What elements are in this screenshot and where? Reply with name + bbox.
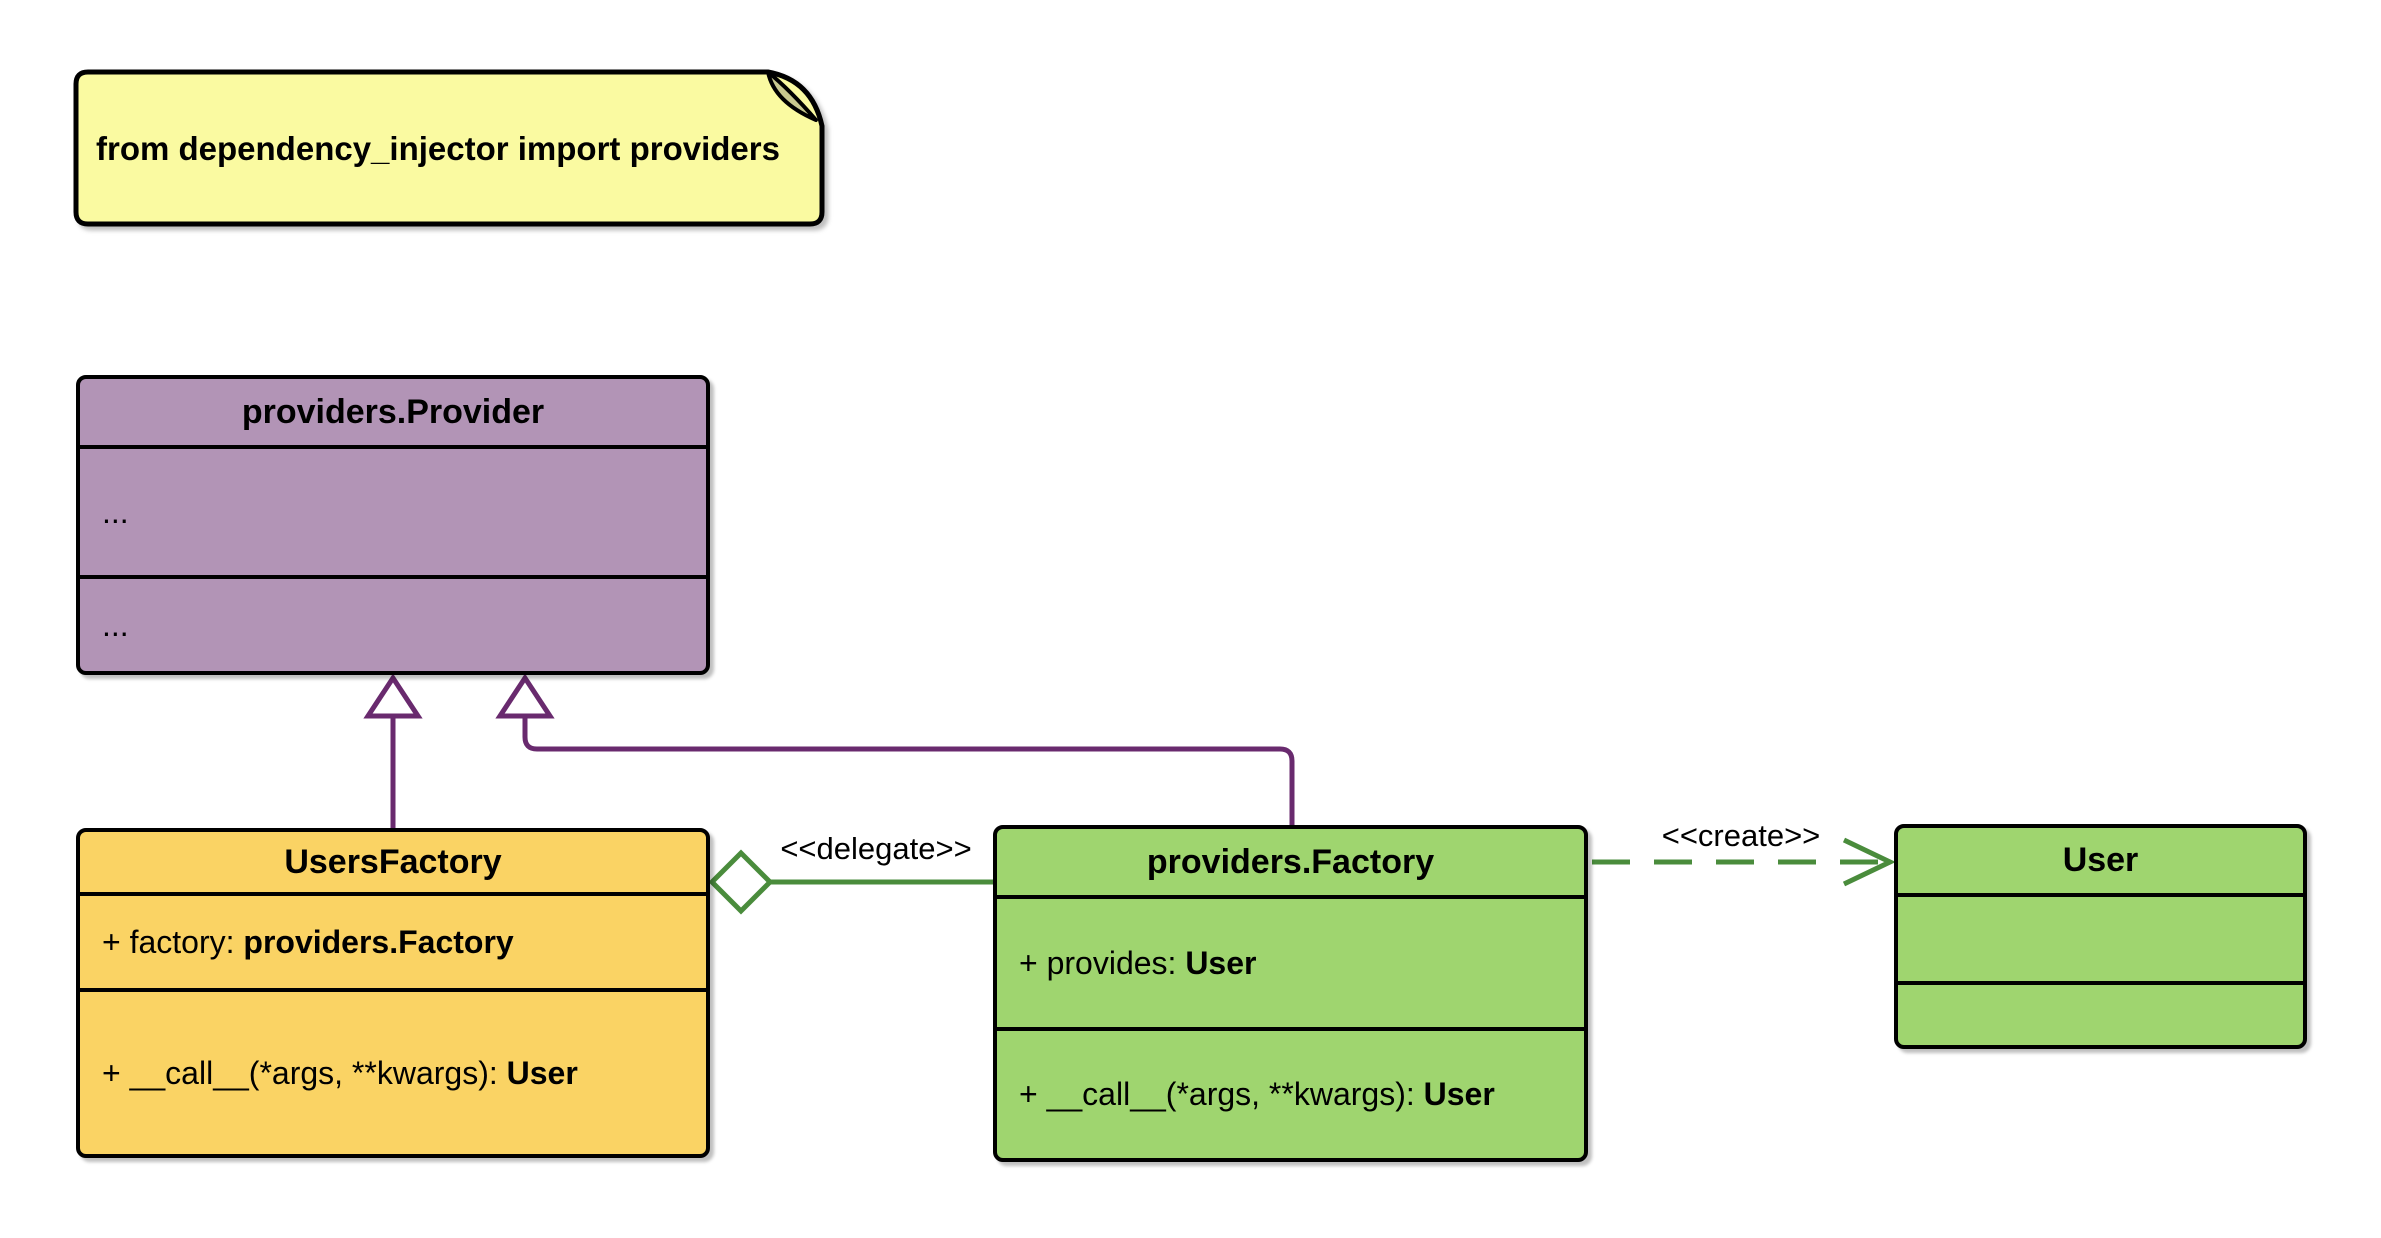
class-providers-factory: providers.Factory + provides: User + __c…	[993, 825, 1588, 1162]
class-title: providers.Provider	[241, 392, 545, 431]
inheritance-triangle-icon	[495, 673, 555, 719]
class-providers-provider: providers.Provider ... ...	[76, 375, 710, 675]
methods-section	[1898, 981, 2303, 1045]
attributes-section: + provides: User	[997, 895, 1584, 1027]
attributes-section: ...	[80, 445, 706, 575]
attributes-section	[1898, 893, 2303, 981]
methods-section: + __call__(*args, **kwargs): User	[997, 1027, 1584, 1158]
methods-section: + __call__(*args, **kwargs): User	[80, 988, 706, 1154]
inheritance-line-factory	[522, 716, 1295, 826]
class-title: providers.Factory	[1146, 842, 1435, 881]
ellipsis-text: ...	[102, 493, 129, 530]
member-text: + __call__(*args, **kwargs):	[102, 1054, 507, 1091]
class-user: User	[1894, 824, 2307, 1049]
create-arrowhead-icon	[1842, 837, 1896, 887]
create-label: <<create>>	[1661, 818, 1821, 853]
note-text: from dependency_injector import provider…	[96, 130, 780, 167]
inheritance-triangle-icon	[363, 673, 423, 719]
code-note: from dependency_injector import provider…	[73, 69, 825, 227]
aggregation-diamond-icon	[708, 849, 774, 915]
class-title: User	[2062, 841, 2139, 879]
note-background	[73, 69, 825, 227]
note-fold-icon	[766, 70, 818, 122]
member-type: User	[506, 1054, 578, 1091]
member-type: providers.Factory	[243, 923, 514, 960]
class-title: UsersFactory	[284, 842, 502, 881]
member-type: User	[1423, 1076, 1495, 1112]
member-text: + provides:	[1019, 944, 1186, 981]
ellipsis-text: ...	[102, 606, 129, 643]
attributes-section: + factory: providers.Factory	[80, 892, 706, 988]
member-text: + __call__(*args, **kwargs):	[1019, 1076, 1424, 1112]
member-text: + factory:	[102, 923, 244, 960]
member-type: User	[1185, 944, 1257, 981]
delegate-label: <<delegate>>	[780, 831, 972, 866]
methods-section: ...	[80, 575, 706, 671]
class-usersfactory: UsersFactory + factory: providers.Factor…	[76, 828, 710, 1158]
